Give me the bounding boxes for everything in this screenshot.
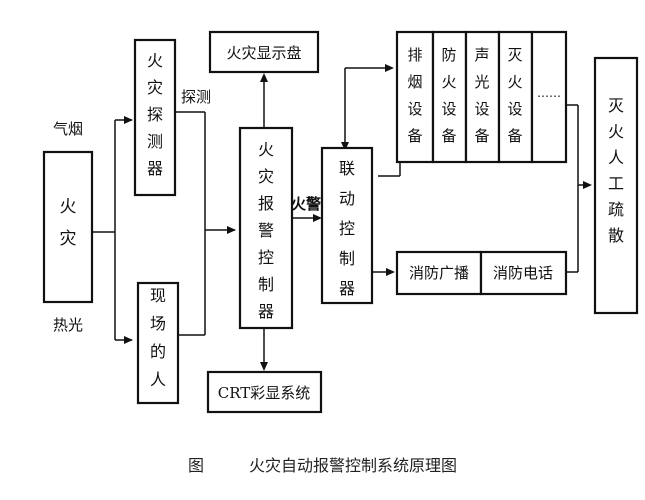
- phone-label: 消防电话: [493, 264, 553, 282]
- controller-box: [238, 126, 294, 330]
- texts: 火灾 火灾探测器 现场的人 火灾报警控制器 火灾显示盘 CRT彩显系统 联动控制…: [53, 44, 624, 402]
- arrow-to-controller: [227, 226, 236, 234]
- arrow-to-crt: [260, 362, 268, 371]
- connector-lines: [92, 67, 588, 364]
- broadcast-box: [395, 250, 483, 296]
- detector-label: 火灾探测器: [147, 51, 163, 178]
- onsite-person-label: 现场的人: [150, 286, 166, 389]
- arrow-to-detector: [124, 116, 133, 124]
- extinguish-label: 灭火设备: [507, 46, 522, 145]
- boxes: [42, 30, 639, 414]
- phone-box: [479, 250, 568, 296]
- fire-box: [42, 150, 94, 304]
- onsite-person-box: [136, 281, 180, 405]
- broadcast-label: 消防广播: [409, 264, 469, 282]
- smoke-label: 气烟: [53, 120, 83, 138]
- arrow-to-person: [124, 336, 133, 344]
- more-devices-box: [530, 30, 568, 164]
- linkage-label: 联动控制器: [339, 159, 355, 298]
- device-group: [395, 30, 568, 164]
- figure-label: 图: [187, 456, 204, 475]
- sound-light-label: 声光设备: [474, 46, 489, 145]
- arrow-to-linkage-from-devices: [341, 142, 349, 151]
- crt-label: CRT彩显系统: [218, 384, 311, 402]
- alarm-label: 火警: [291, 195, 321, 213]
- display-panel-box: [208, 30, 320, 74]
- evacuation-box: [593, 56, 639, 315]
- detect-label: 探测: [181, 88, 211, 106]
- arrow-to-devices: [385, 64, 394, 72]
- fire-label: 火灾: [60, 197, 77, 249]
- more-devices-label: ……: [537, 86, 561, 100]
- arrow-to-display-panel: [260, 73, 268, 82]
- detector-box: [133, 38, 177, 197]
- comm-group: [395, 250, 568, 296]
- fire-door-label: 防火设备: [441, 46, 456, 145]
- arrow-to-evacuation: [583, 181, 592, 189]
- heat-light-label: 热光: [53, 316, 83, 334]
- arrowheads: [124, 64, 592, 371]
- arrow-to-linkage: [313, 214, 322, 222]
- evacuation-label: 灭火人工疏散: [608, 96, 624, 245]
- controller-label: 火灾报警控制器: [258, 140, 274, 321]
- crt-box: [206, 370, 323, 414]
- smoke-exhaust-label: 排烟设备: [407, 46, 422, 145]
- display-panel-label: 火灾显示盘: [226, 44, 301, 62]
- figure-title: 火灾自动报警控制系统原理图: [249, 456, 458, 475]
- linkage-box: [320, 146, 374, 305]
- figure-caption: 图 火灾自动报警控制系统原理图: [0, 452, 645, 476]
- arrow-to-broadcast: [386, 268, 395, 276]
